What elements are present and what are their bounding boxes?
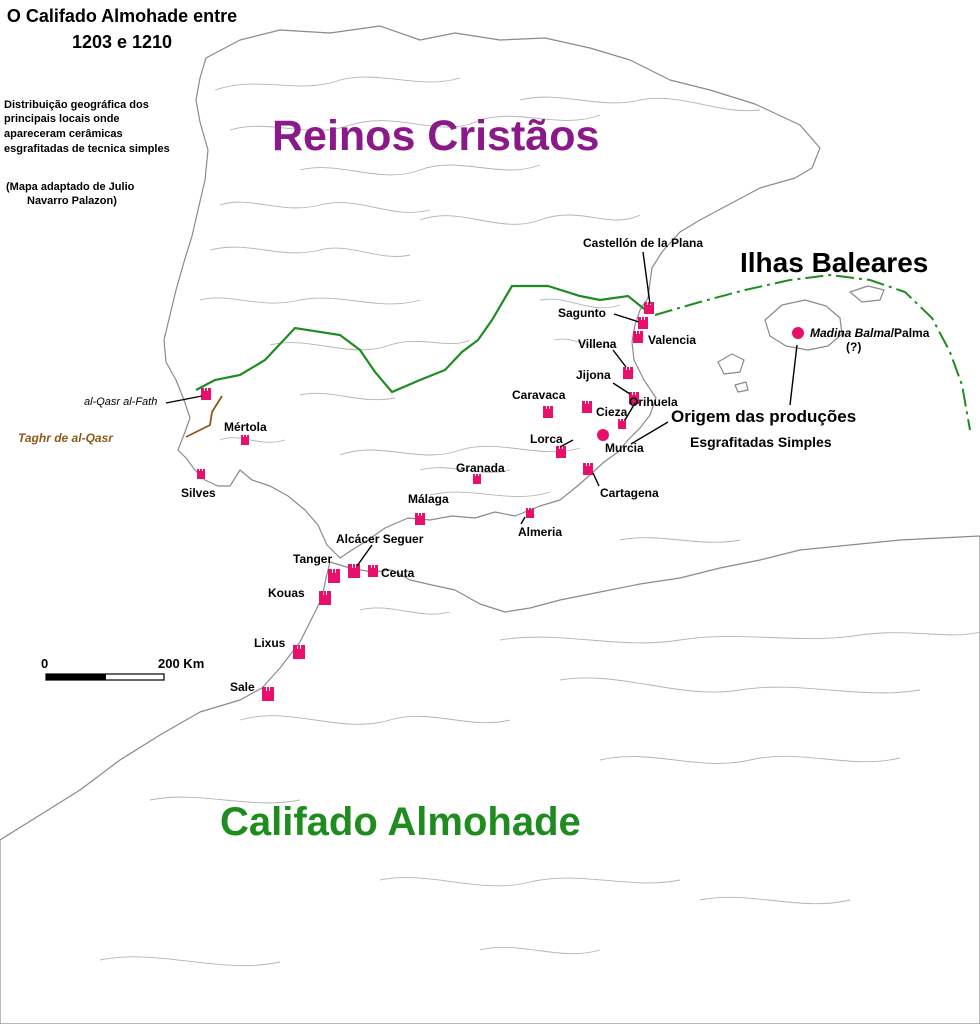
site-markers [197,302,804,701]
place-label-valencia: Valencia [648,333,696,347]
site-orihuela-icon [618,419,626,429]
place-label-palma-uncertain: (?) [846,340,861,354]
site-malaga-icon [415,513,425,525]
place-label-villena: Villena [578,337,617,351]
majorca-coastline [764,299,843,351]
place-label-silves: Silves [181,486,216,500]
site-lixus-icon [293,645,305,659]
place-label-orihuela: Orihuela [629,395,678,409]
site-alqasr-icon [201,388,211,400]
place-label-palma-rest: /Palma [891,326,930,340]
scale-bar-start-label: 0 [41,656,48,671]
description-line: principais locais onde [4,113,120,125]
leader-lines [165,251,798,567]
description-line: esgrafitadas de tecnica simples [4,143,170,155]
credit-line2: Navarro Palazon) [27,195,117,207]
site-lorca-icon [556,446,566,458]
place-label-lorca: Lorca [530,432,563,446]
place-label-castellon: Castellón de la Plana [583,236,703,250]
taghr-boundary-line [185,395,223,438]
site-caravaca-icon [543,406,553,418]
map-title-line2: 1203 e 1210 [72,32,172,52]
site-villena-icon [623,367,633,379]
description-line: Distribuição geográfica dos [4,99,149,111]
place-label-alcacer: Alcácer Seguer [336,532,424,546]
site-granada-icon [473,474,481,484]
formentera-coastline [734,381,749,393]
place-label-cieza: Cieza [596,405,628,419]
origin-label-line2: Esgrafitadas Simples [690,434,832,450]
site-almeria-icon [526,508,534,518]
place-label-mertola: Mértola [224,420,267,434]
place-label-sagunto: Sagunto [558,306,606,320]
coastlines [0,25,980,1024]
place-label-granada: Granada [456,461,505,475]
scale-bar-end-label: 200 Km [158,656,204,671]
scale-bar: 0 200 Km [41,656,204,681]
site-cartagena-icon [583,463,593,475]
place-label-caravaca: Caravaca [512,388,566,402]
almohad-frontier-line [195,284,649,394]
place-label-ceuta: Ceuta [381,566,415,580]
region-label-almohad-caliphate: Califado Almohade [220,800,581,844]
place-label-alqasr: al-Qasr al-Fath [84,396,157,408]
place-label-tanger: Tanger [293,552,332,566]
description-line: apareceram cerâmicas [4,128,123,140]
site-alcacer-icon [348,564,360,578]
taghr-label: Taghr de al-Qasr [18,431,114,445]
place-label-malaga: Málaga [408,492,449,506]
menorca-coastline [849,285,885,303]
region-label-balearics: Ilhas Baleares [740,247,928,278]
place-label-murcia: Murcia [605,441,644,455]
site-jijona-icon [629,392,639,404]
region-label-christian-kingdoms: Reinos Cristãos [272,112,599,160]
ibiza-coastline [717,353,745,375]
place-label-kouas: Kouas [268,586,305,600]
site-murcia-dot [597,429,609,441]
site-kouas-icon [319,591,331,605]
site-sale-icon [262,687,274,701]
scale-bar-filled-segment [46,674,106,680]
site-castellon-icon [644,302,654,314]
africa-coastline [0,535,980,1024]
map-title-line1: O Califado Almohade entre [7,6,237,26]
place-label-palma-italic: Madina Balma [810,326,891,340]
place-label-sale: Sale [230,680,255,694]
site-sagunto-icon [638,317,648,329]
site-valencia-icon [633,331,643,343]
site-tanger-icon [328,569,340,583]
site-palma-dot [792,327,804,339]
site-ceuta-icon [368,565,378,577]
place-label-palma: Madina Balma/Palma [810,326,930,340]
iberia-coastline [163,25,821,559]
place-label-lixus: Lixus [254,636,286,650]
origin-label-line1: Origem das produções [671,407,856,426]
place-label-almeria: Almeria [518,525,562,539]
balearic-frontier-line [654,273,971,431]
site-mertola-icon [241,435,249,445]
credit-line1: (Mapa adaptado de Julio [6,181,135,193]
relief-contours [99,76,980,967]
site-silves-icon [197,469,205,479]
place-label-jijona: Jijona [576,368,611,382]
site-cieza-icon [582,401,592,413]
place-label-cartagena: Cartagena [600,486,659,500]
